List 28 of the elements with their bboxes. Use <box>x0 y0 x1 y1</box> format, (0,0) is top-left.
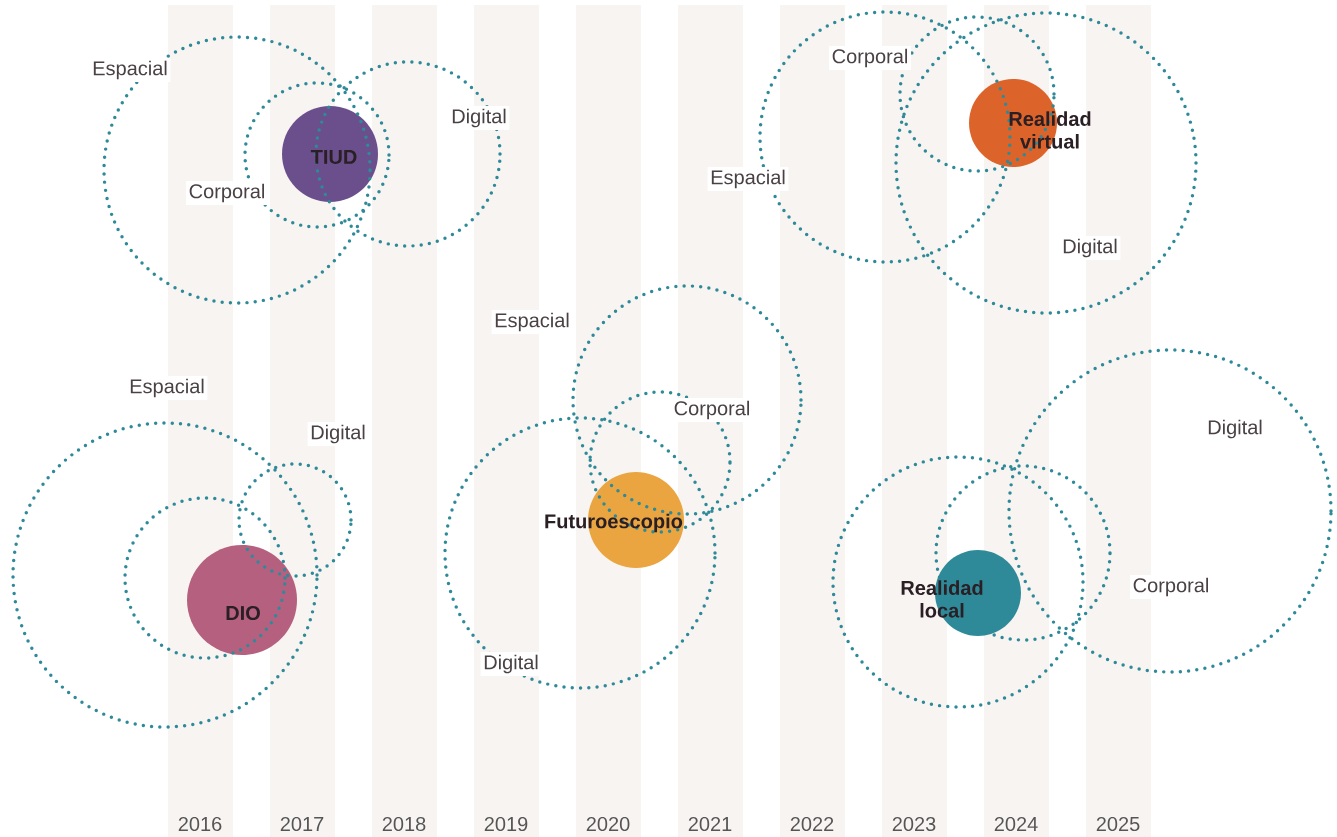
circle-label: Digital <box>448 106 510 130</box>
circle-label: Espacial <box>491 310 573 334</box>
circle-title: TIUD <box>310 150 357 164</box>
circle-label: Corporal <box>1130 575 1213 599</box>
circle-label: Espacial <box>126 376 208 400</box>
year-label: 2024 <box>994 816 1038 832</box>
circle-label: Digital <box>307 422 369 446</box>
circle-label: Corporal <box>186 181 269 205</box>
year-label: 2023 <box>892 816 936 832</box>
year-label: 2025 <box>1096 816 1140 832</box>
dotted-circle <box>831 455 1085 709</box>
circle-label: Digital <box>480 652 542 676</box>
year-label: 2021 <box>688 816 732 832</box>
circle-label: Digital <box>1059 236 1121 260</box>
year-label: 2020 <box>586 816 630 832</box>
year-label: 2018 <box>382 816 426 832</box>
dotted-circle <box>237 462 353 578</box>
circle-label: Espacial <box>89 58 171 82</box>
year-label: 2022 <box>790 816 834 832</box>
dotted-circle <box>1007 348 1333 674</box>
circle-label: Corporal <box>671 398 754 422</box>
year-label: 2019 <box>484 816 528 832</box>
circle-label: Espacial <box>707 167 789 191</box>
year-label: 2016 <box>178 816 222 832</box>
circle-label: Digital <box>1204 417 1266 441</box>
circle-label: Corporal <box>829 46 912 70</box>
circle-title: DIO <box>226 605 260 621</box>
year-label: 2017 <box>280 816 324 832</box>
